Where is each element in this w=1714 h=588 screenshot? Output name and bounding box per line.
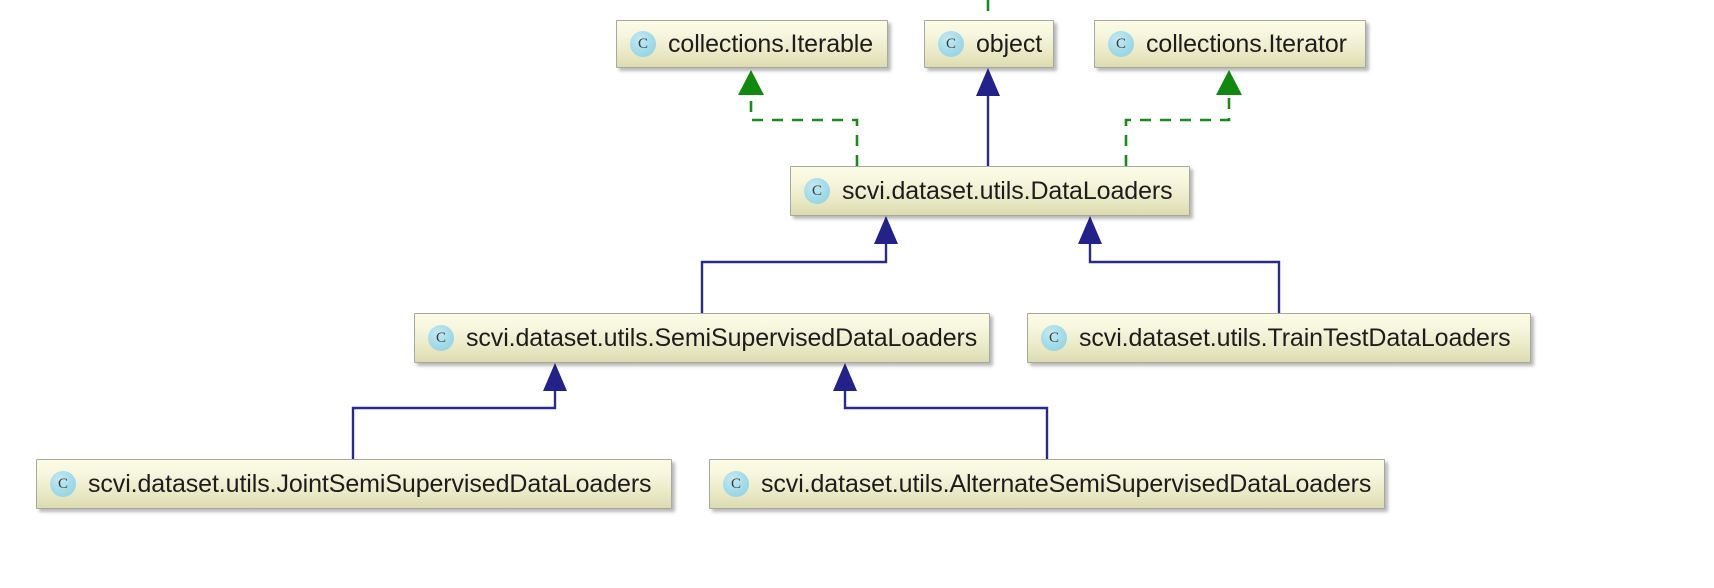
class-node-joint-semisupervised-dataloaders[interactable]: C scvi.dataset.utils.JointSemiSupervised… <box>36 459 672 509</box>
edge-joint-to-semisup <box>351 390 557 459</box>
class-node-label: scvi.dataset.utils.SemiSupervisedDataLoa… <box>466 323 978 352</box>
class-node-label: object <box>976 29 1043 58</box>
edge-alternate-to-semisup <box>843 390 1049 459</box>
arrowhead-iterator <box>1216 70 1242 95</box>
class-node-dataloaders[interactable]: C scvi.dataset.utils.DataLoaders <box>790 166 1190 216</box>
class-node-collections-iterator[interactable]: C collections.Iterator <box>1094 20 1366 68</box>
class-badge-icon: C <box>50 471 76 497</box>
class-node-collections-iterable[interactable]: C collections.Iterable <box>616 20 888 68</box>
class-badge-icon: C <box>630 31 656 57</box>
class-node-semisupervised-dataloaders[interactable]: C scvi.dataset.utils.SemiSupervisedDataL… <box>414 313 990 363</box>
edge-semisup-to-dataloaders <box>700 243 888 313</box>
edge-dataloaders-to-iterator <box>1124 94 1231 166</box>
class-node-label: scvi.dataset.utils.TrainTestDataLoaders <box>1079 323 1511 352</box>
class-badge-icon: C <box>804 178 830 204</box>
class-node-label: collections.Iterator <box>1146 29 1347 58</box>
class-node-alternate-semisupervised-dataloaders[interactable]: C scvi.dataset.utils.AlternateSemiSuperv… <box>709 459 1385 509</box>
edge-traintest-to-dataloaders <box>1088 243 1281 313</box>
class-node-object[interactable]: C object <box>924 20 1054 68</box>
class-node-traintest-dataloaders[interactable]: C scvi.dataset.utils.TrainTestDataLoader… <box>1027 313 1531 363</box>
arrowhead-iterable <box>738 70 764 95</box>
edge-dataloaders-to-iterable <box>749 94 859 166</box>
class-badge-icon: C <box>1041 325 1067 351</box>
class-badge-icon: C <box>723 471 749 497</box>
class-node-label: scvi.dataset.utils.JointSemiSupervisedDa… <box>88 469 652 498</box>
arrowhead-object <box>976 68 1000 96</box>
class-node-label: scvi.dataset.utils.DataLoaders <box>842 176 1173 205</box>
class-badge-icon: C <box>428 325 454 351</box>
class-badge-icon: C <box>1108 31 1134 57</box>
arrowhead-semisup-right <box>833 363 857 391</box>
arrowhead-dataloaders-left <box>874 216 898 244</box>
arrowhead-dataloaders-right <box>1078 216 1102 244</box>
class-node-label: collections.Iterable <box>668 29 874 58</box>
arrowhead-semisup-left <box>543 363 567 391</box>
class-node-label: scvi.dataset.utils.AlternateSemiSupervis… <box>761 469 1372 498</box>
class-badge-icon: C <box>938 31 964 57</box>
